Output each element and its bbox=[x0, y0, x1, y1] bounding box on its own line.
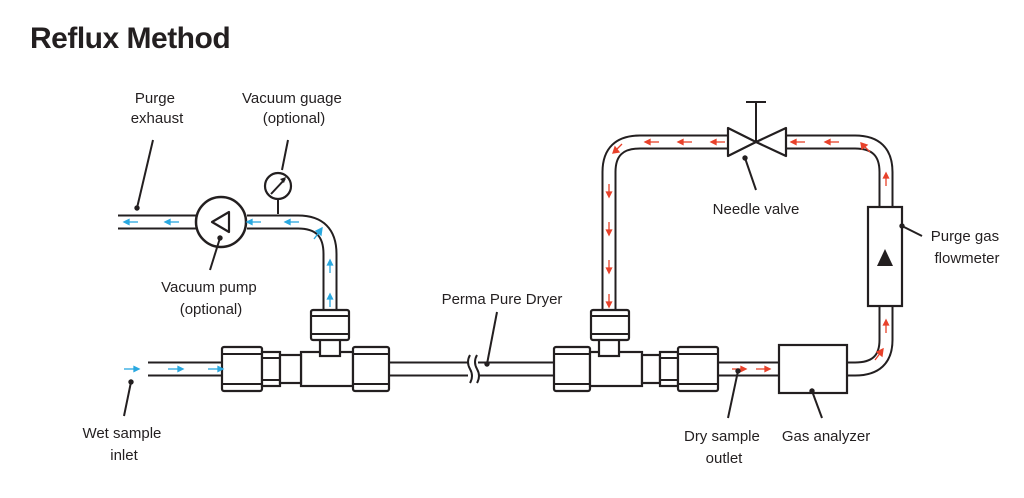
leader-lines bbox=[123, 139, 923, 419]
dry-flow-arrows bbox=[605, 138, 890, 373]
flow-arrow-left bbox=[245, 218, 261, 226]
purge-exhaust-label: Purge exhaust bbox=[131, 90, 184, 127]
diagram-title: Reflux Method bbox=[30, 22, 230, 55]
flow-arrow-right bbox=[208, 365, 225, 373]
dry-sample-outlet-label: Dry sample outlet bbox=[684, 428, 764, 467]
flow-arrow-left bbox=[643, 138, 659, 146]
flow-arrow-left bbox=[122, 218, 138, 226]
outlet-compression-fitting bbox=[640, 345, 720, 393]
flow-arrow-right bbox=[168, 365, 185, 373]
flow-arrow-left bbox=[860, 142, 871, 153]
vacuum-gauge-label: Vacuum guage (optional) bbox=[242, 90, 346, 127]
flow-arrow-left bbox=[283, 218, 299, 226]
flow-arrow-left bbox=[823, 138, 839, 146]
vacuum-pump-label: Vacuum pump (optional) bbox=[161, 279, 261, 318]
right-tee-fitting bbox=[588, 308, 644, 388]
flow-arrow-down bbox=[605, 184, 613, 199]
gas-analyzer-box bbox=[777, 343, 849, 395]
flow-arrow-right bbox=[124, 365, 141, 373]
inlet-compression-fitting bbox=[220, 345, 303, 393]
flow-arrow-down bbox=[605, 294, 613, 309]
purge-gas-flowmeter-label: Purge gas flowmeter bbox=[931, 228, 1004, 267]
flow-arrow-down bbox=[605, 260, 613, 275]
flow-arrow-left bbox=[789, 138, 805, 146]
perma-pure-dryer-label: Perma Pure Dryer bbox=[442, 291, 563, 308]
vacuum-pump-icon bbox=[194, 195, 248, 249]
flow-arrow-left bbox=[163, 218, 179, 226]
needle-valve-icon bbox=[726, 101, 788, 158]
needle-valve-label: Needle valve bbox=[713, 201, 800, 218]
flow-arrow-up bbox=[313, 226, 323, 240]
purge-gas-flowmeter-icon bbox=[866, 205, 904, 308]
left-dryer-fitting bbox=[351, 345, 391, 393]
gas-analyzer-label: Gas analyzer bbox=[782, 428, 870, 445]
flow-arrow-up bbox=[874, 347, 884, 361]
flow-arrow-up bbox=[882, 171, 890, 186]
flow-arrow-up bbox=[882, 318, 890, 333]
wet-flow-arrows bbox=[122, 218, 334, 373]
dryer-break-mark bbox=[467, 354, 480, 384]
flow-arrow-left bbox=[709, 138, 725, 146]
vacuum-gauge-icon bbox=[263, 171, 293, 214]
flow-arrow-down bbox=[605, 222, 613, 237]
flow-arrow-left bbox=[676, 138, 692, 146]
flow-arrow-down bbox=[612, 143, 623, 154]
flow-arrow-up bbox=[326, 292, 334, 307]
right-dryer-fitting bbox=[552, 345, 592, 393]
wet-sample-inlet-label: Wet sample inlet bbox=[82, 425, 165, 464]
purge-gas-loop-tube bbox=[601, 134, 894, 377]
flow-arrow-up bbox=[326, 258, 334, 273]
left-tee-fitting bbox=[299, 308, 355, 388]
flow-arrow-right bbox=[756, 365, 772, 373]
